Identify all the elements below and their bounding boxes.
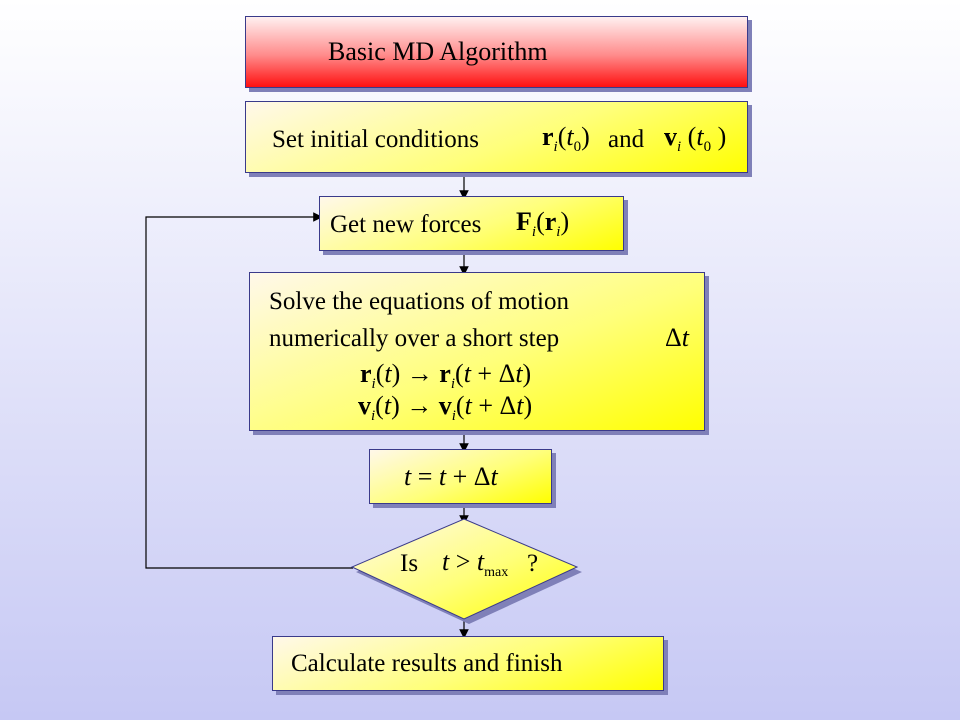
solve-line1: Solve the equations of motion bbox=[269, 288, 569, 315]
title-box: Basic MD Algorithm bbox=[245, 16, 748, 88]
and-label: and bbox=[608, 126, 645, 153]
decision-is-label: Is bbox=[400, 550, 419, 577]
loop-back-arrow bbox=[145, 212, 353, 569]
force-formula: Fi(ri) bbox=[516, 207, 570, 241]
velocity-update-formula: vi(t) → vi(t + Δt) bbox=[358, 391, 533, 425]
r-i-t0-formula: ri(t0) bbox=[542, 122, 590, 156]
position-update-formula: ri(t) → ri(t + Δt) bbox=[360, 359, 532, 393]
time-update-box: t = t + Δt bbox=[369, 449, 552, 504]
initial-conditions-box: Set initial conditions ri(t0) and vi (t0… bbox=[245, 101, 748, 173]
get-forces-label: Get new forces bbox=[330, 211, 482, 238]
initial-conditions-label: Set initial conditions bbox=[272, 126, 479, 153]
decision-question-mark: ? bbox=[527, 550, 539, 577]
get-forces-box: Get new forces Fi(ri) bbox=[319, 196, 624, 251]
finish-label: Calculate results and finish bbox=[291, 650, 563, 677]
finish-box: Calculate results and finish bbox=[272, 636, 664, 691]
t-greater-tmax-formula: t > tmax bbox=[442, 547, 509, 581]
solve-equations-box: Solve the equations of motion numericall… bbox=[249, 272, 705, 431]
decision-diamond: Is t > tmax ? bbox=[350, 517, 582, 624]
v-i-t0-formula: vi (t0 ) bbox=[664, 122, 727, 156]
delta-t-symbol: Δt bbox=[665, 323, 689, 352]
title-label: Basic MD Algorithm bbox=[328, 37, 548, 66]
time-update-formula: t = t + Δt bbox=[404, 462, 498, 491]
solve-line2: numerically over a short step bbox=[269, 325, 560, 352]
